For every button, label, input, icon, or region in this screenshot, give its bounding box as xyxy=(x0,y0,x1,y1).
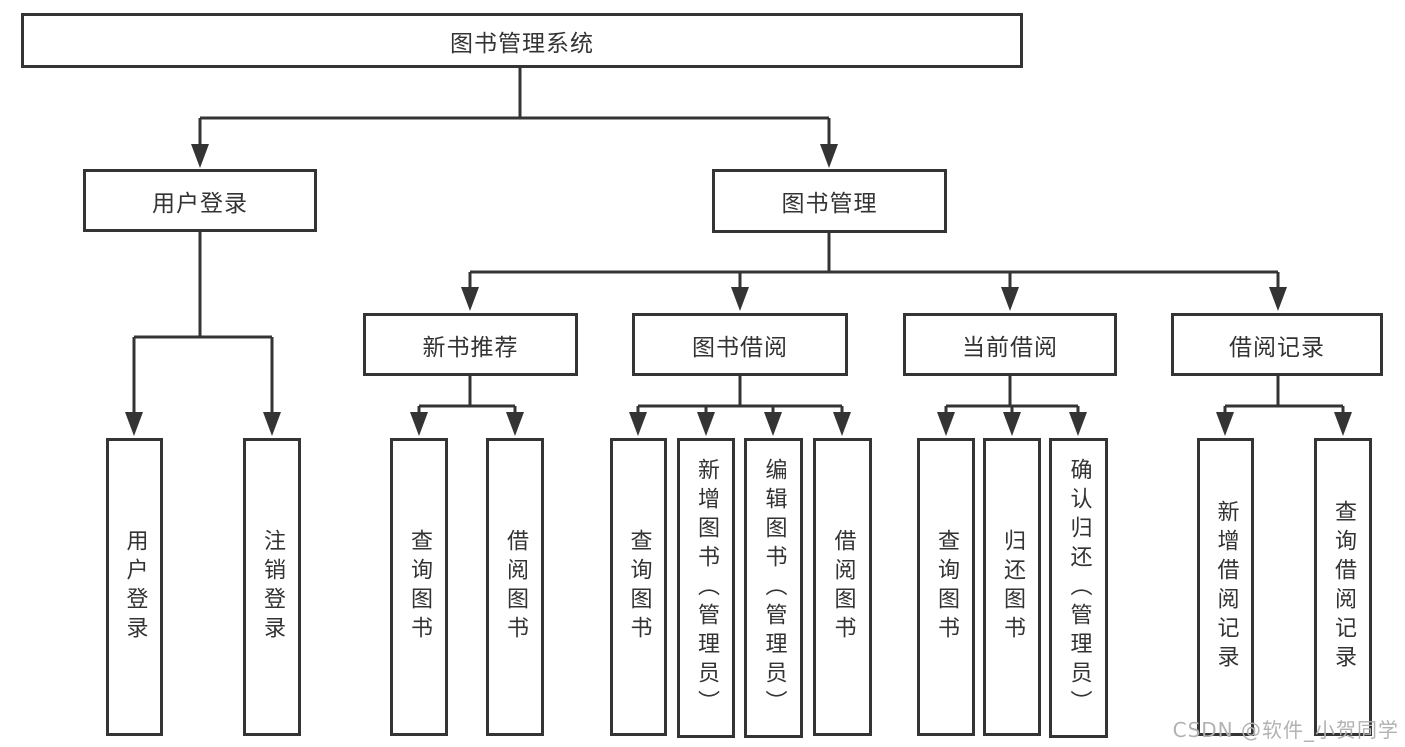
node-root: 图书管理系统 xyxy=(21,13,1023,68)
leaf-add-borrow-record-label: 新增借阅记录 xyxy=(1213,500,1239,674)
leaf-current-query-books-label: 查询图书 xyxy=(934,529,959,645)
leaf-return-books: 归还图书 xyxy=(983,438,1041,736)
node-current-borrow: 当前借阅 xyxy=(903,313,1117,376)
csdn-watermark: CSDN @软件_小贺同学 xyxy=(1172,718,1399,742)
leaf-borrow-query-books-label: 查询图书 xyxy=(626,529,652,645)
node-user-login: 用户登录 xyxy=(83,169,317,232)
leaf-recommend-borrow-books-label: 借阅图书 xyxy=(503,529,528,645)
node-borrow-records: 借阅记录 xyxy=(1171,313,1383,376)
leaf-add-borrow-record: 新增借阅记录 xyxy=(1197,438,1254,736)
leaf-borrow-books-label: 借阅图书 xyxy=(830,529,856,645)
leaf-add-books-admin-label: 新增图书（管理员） xyxy=(694,457,719,719)
leaf-add-books-admin: 新增图书（管理员） xyxy=(677,438,735,738)
node-book-management-label: 图书管理 xyxy=(781,191,878,217)
leaf-borrow-query-books: 查询图书 xyxy=(610,438,667,736)
node-new-book-recommend: 新书推荐 xyxy=(363,313,578,376)
leaf-recommend-query-books: 查询图书 xyxy=(390,438,448,736)
node-book-borrow: 图书借阅 xyxy=(632,313,848,376)
leaf-confirm-return-admin-label: 确认归还（管理员） xyxy=(1066,457,1092,719)
leaf-logout-label: 注销登录 xyxy=(260,529,285,645)
node-book-borrow-label: 图书借阅 xyxy=(692,334,788,361)
leaf-recommend-borrow-books: 借阅图书 xyxy=(486,438,544,736)
node-new-book-recommend-label: 新书推荐 xyxy=(422,334,519,361)
leaf-query-borrow-record-label: 查询借阅记录 xyxy=(1331,500,1356,674)
arrowheads xyxy=(125,144,1352,436)
node-current-borrow-label: 当前借阅 xyxy=(962,334,1058,361)
leaf-borrow-books: 借阅图书 xyxy=(813,438,872,736)
node-book-management: 图书管理 xyxy=(712,169,947,233)
leaf-confirm-return-admin: 确认归还（管理员） xyxy=(1049,438,1108,738)
node-user-login-label: 用户登录 xyxy=(152,190,248,217)
leaf-return-books-label: 归还图书 xyxy=(1000,529,1025,645)
leaf-edit-books-admin: 编辑图书（管理员） xyxy=(744,438,803,738)
leaf-user-login: 用户登录 xyxy=(106,438,163,736)
leaf-current-query-books: 查询图书 xyxy=(917,438,975,736)
leaf-query-borrow-record: 查询借阅记录 xyxy=(1314,438,1372,736)
leaf-user-login-label: 用户登录 xyxy=(122,529,148,645)
node-borrow-records-label: 借阅记录 xyxy=(1229,334,1325,361)
leaf-edit-books-admin-label: 编辑图书（管理员） xyxy=(761,457,787,719)
leaf-logout: 注销登录 xyxy=(243,438,301,736)
node-root-label: 图书管理系统 xyxy=(450,30,594,57)
leaf-recommend-query-books-label: 查询图书 xyxy=(407,529,432,645)
